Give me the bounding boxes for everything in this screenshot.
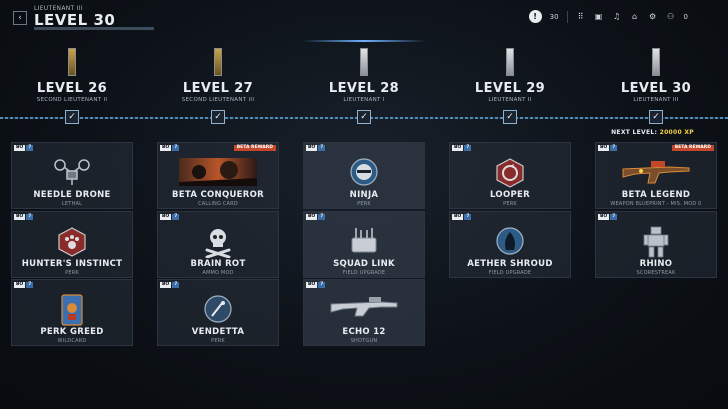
level-30[interactable]: LEVEL 30 LIEUTENANT III: [586, 48, 726, 103]
weapon-blueprint-icon: [621, 157, 691, 185]
rank-insignia-icon: [506, 48, 514, 76]
level-progress-bar: [34, 27, 154, 30]
looper-icon: [494, 157, 526, 189]
reward-type: LETHAL: [61, 201, 83, 207]
beta-reward-badge: BETA REWARD: [671, 145, 714, 151]
currency-icon[interactable]: !: [528, 10, 542, 23]
reward-name: NEEDLE DRONE: [33, 190, 111, 200]
reward-type: WILDCARD: [57, 338, 87, 344]
calling-card-icon: [179, 158, 257, 186]
toolbar-divider: [566, 10, 568, 23]
reward-name: BETA LEGEND: [621, 190, 691, 200]
check-icon: ✓: [357, 110, 371, 124]
reward-name: RHINO: [639, 259, 673, 269]
reward-name: LOOPER: [490, 190, 530, 200]
level-number: LEVEL 30: [620, 81, 692, 96]
reward-type: WEAPON BLUEPRINT - MIS. MOD 0: [610, 201, 702, 207]
aether-shroud-icon: [495, 226, 525, 256]
check-icon: ✓: [211, 110, 225, 124]
level-rank: LIEUTENANT III: [633, 97, 679, 103]
camera-icon[interactable]: ▣: [594, 12, 603, 21]
level-rank: SECOND LIEUTENANT III: [181, 97, 255, 103]
paw-shield-icon: [56, 226, 88, 258]
level-number: LEVEL 26: [36, 81, 108, 96]
lock-icon[interactable]: ⌂: [631, 12, 638, 21]
wildcard-icon: [60, 294, 84, 326]
shotgun-icon: [329, 294, 399, 318]
reward-name: BETA CONQUEROR: [172, 190, 264, 200]
vendetta-icon: [203, 294, 233, 324]
level-rank: LIEUTENANT I: [343, 97, 385, 103]
gear-icon[interactable]: ⚙: [648, 12, 657, 21]
people-icon[interactable]: ⚇: [666, 12, 675, 21]
currency-count: 30: [549, 12, 559, 21]
reward-name: BRAIN ROT: [190, 259, 246, 269]
rank-insignia-icon: [652, 48, 660, 76]
reward-name: AETHER SHROUD: [467, 259, 553, 269]
headset-icon[interactable]: ♫: [612, 12, 621, 21]
reward-type: PERK: [211, 338, 225, 344]
reward-type: AMMO MOD: [202, 270, 234, 276]
reward-name: ECHO 12: [342, 327, 386, 337]
level-number: LEVEL 28: [328, 81, 400, 96]
beta-reward-badge: BETA REWARD: [233, 145, 276, 151]
points-count: 0: [683, 12, 688, 21]
reward-type: PERK: [357, 201, 371, 207]
level-track: LEVEL 26 SECOND LIEUTENANT II LEVEL 27 S…: [0, 40, 728, 130]
check-icon: ✓: [503, 110, 517, 124]
top-toolbar: ! 30 ⠿ ▣ ♫ ⌂ ⚙ ⚇ 0: [528, 10, 688, 23]
reward-name: VENDETTA: [191, 327, 245, 337]
back-button[interactable]: ‹: [13, 11, 27, 25]
level-29[interactable]: LEVEL 29 LIEUTENANT II: [440, 48, 580, 103]
next-level-xp: 20000 XP: [659, 129, 694, 136]
ninja-icon: [349, 157, 379, 187]
next-level-label: NEXT LEVEL: 20000 XP: [611, 129, 694, 136]
check-icon: ✓: [65, 110, 79, 124]
reward-type: CALLING CARD: [198, 201, 238, 207]
level-27[interactable]: LEVEL 27 SECOND LIEUTENANT III: [148, 48, 288, 103]
level-number: LEVEL 27: [182, 81, 254, 96]
rank-insignia-icon: [68, 48, 76, 76]
reward-type: PERK: [503, 201, 517, 207]
current-level-glow: [302, 40, 426, 42]
reward-name: PERK GREED: [40, 327, 104, 337]
grid-icon[interactable]: ⠿: [577, 12, 584, 21]
reward-type: FIELD UPGRADE: [342, 270, 386, 276]
level-number: LEVEL 29: [474, 81, 546, 96]
level-28[interactable]: LEVEL 28 LIEUTENANT I: [294, 48, 434, 103]
header: ‹ LIEUTENANT III LEVEL 30 ! 30 ⠿ ▣ ♫ ⌂ ⚙…: [0, 0, 728, 36]
skull-crossbones-icon: [202, 226, 234, 258]
reward-type: SHOTGUN: [350, 338, 378, 344]
check-icon: ✓: [649, 110, 663, 124]
reward-name: SQUAD LINK: [333, 259, 395, 269]
squad-link-icon: [344, 226, 384, 256]
reward-type: PERK: [65, 270, 79, 276]
rank-insignia-icon: [360, 48, 368, 76]
reward-type: SCORESTREAK: [636, 270, 676, 276]
robot-icon: [642, 226, 670, 258]
reward-name: NINJA: [349, 190, 379, 200]
rank-insignia-icon: [214, 48, 222, 76]
reward-type: FIELD UPGRADE: [488, 270, 532, 276]
drone-icon: [52, 157, 92, 187]
reward-name: HUNTER'S INSTINCT: [21, 259, 123, 269]
level-26[interactable]: LEVEL 26 SECOND LIEUTENANT II: [2, 48, 142, 103]
level-rank: SECOND LIEUTENANT II: [36, 97, 108, 103]
rank-title: LIEUTENANT III: [34, 5, 83, 12]
page-title: LEVEL 30: [34, 11, 116, 29]
level-rank: LIEUTENANT II: [488, 97, 532, 103]
